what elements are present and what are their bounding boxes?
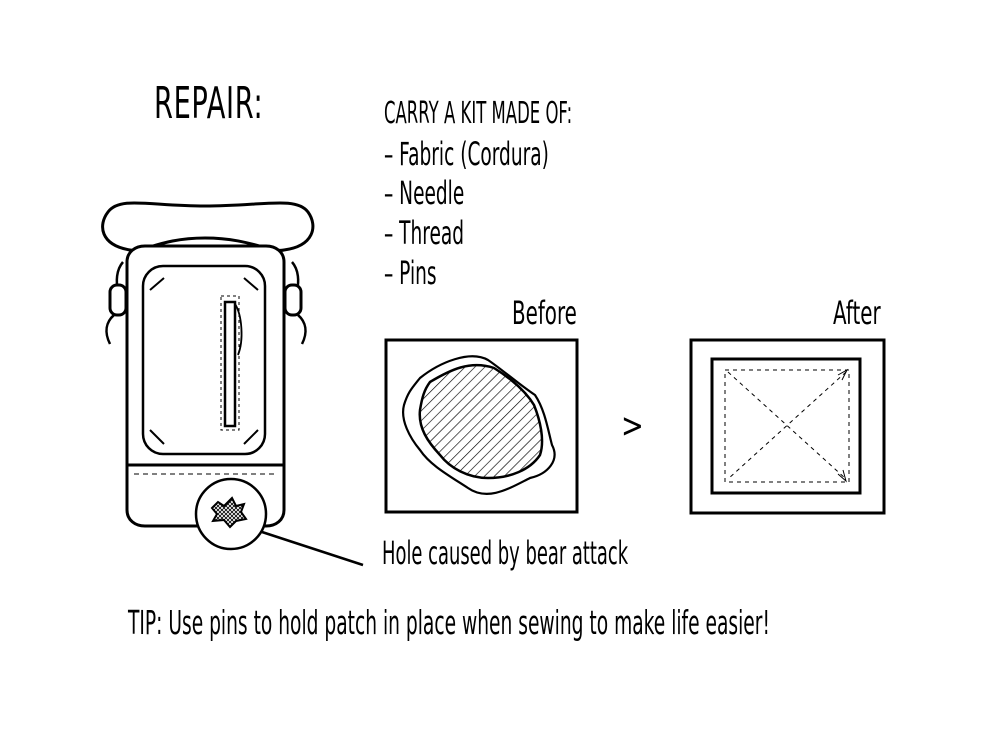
buckle-left [105, 261, 128, 345]
tip-text: TIP: Use pins to hold patch in place whe… [128, 603, 770, 642]
hole-patch-small [210, 496, 248, 529]
zipper-pocket [220, 295, 240, 431]
kit-item-needle: – Needle [384, 174, 465, 212]
front-panel [141, 264, 267, 456]
page-title: REPAIR: [154, 78, 264, 129]
after-label: After [833, 294, 881, 332]
hole-label: Hole caused by bear attack [382, 534, 629, 572]
after-diagram [689, 338, 886, 515]
hole-magnifier [194, 477, 364, 567]
kit-item-fabric: – Fabric (Cordura) [384, 135, 549, 173]
arrow-icon: > [621, 406, 644, 446]
kit-item-thread: – Thread [384, 214, 465, 252]
buckle-right [283, 261, 307, 345]
before-diagram [384, 338, 579, 514]
kit-item-pins: – Pins [384, 254, 437, 292]
backpack-lid [101, 201, 315, 252]
backpack-drawing [101, 201, 315, 528]
hole-pointer-line [261, 530, 364, 567]
before-label: Before [512, 294, 577, 332]
kit-heading: CARRY A KIT MADE OF: [384, 96, 573, 131]
backpack-body [125, 244, 286, 528]
